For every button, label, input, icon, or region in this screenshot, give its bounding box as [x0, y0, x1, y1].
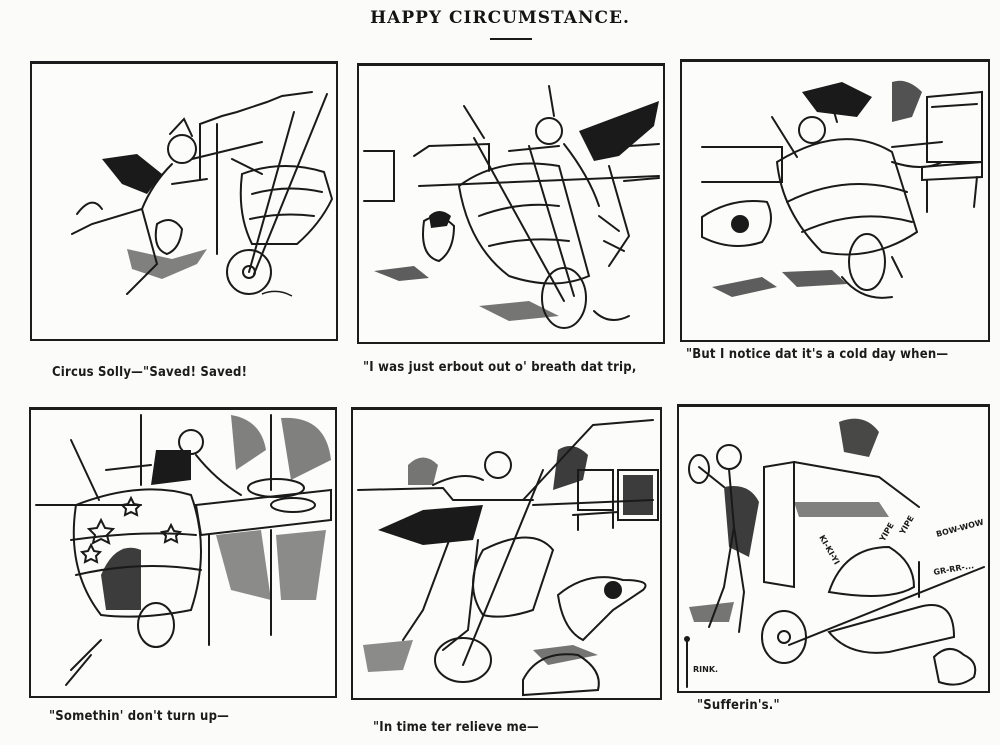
sfx-bow-wow: BOW-WOW: [935, 518, 985, 539]
panel-2-caption: "I was just erbout out o' breath dat tri…: [363, 360, 637, 375]
panel-6-illustration: KI-KI-YI YIPE YIPE BOW-WOW GR-RR-... RIN…: [684, 418, 985, 688]
title-underline: [490, 38, 532, 40]
panel-6: KI-KI-YI YIPE YIPE BOW-WOW GR-RR-... RIN…: [677, 404, 990, 693]
panel-3-caption: "But I notice dat it's a cold day when—: [686, 347, 949, 362]
sfx-yipe-1: YIPE: [877, 521, 895, 544]
sfx-yipe-2: YIPE: [897, 514, 915, 537]
panel-1: [30, 61, 338, 341]
panel-4: [29, 407, 337, 698]
panel-5: [351, 407, 662, 700]
comic-title: HAPPY CIRCUMSTANCE.: [370, 8, 630, 28]
panel-4-caption: "Somethin' don't turn up—: [49, 709, 230, 724]
panel-3-illustration: [701, 80, 983, 299]
sfx-ki-ki-yi: KI-KI-YI: [817, 534, 841, 567]
panel-1-caption: Circus Solly—"Saved! Saved!: [52, 365, 248, 380]
panel-3: [680, 59, 990, 342]
panel-4-illustration: [35, 414, 332, 686]
panel-1-illustration: [71, 91, 334, 297]
sfx-growl: GR-RR-...: [933, 561, 975, 577]
panel-5-caption: "In time ter relieve me—: [373, 720, 539, 735]
panel-6-caption: "Sufferin's.": [697, 698, 780, 713]
panel-2: [357, 63, 665, 344]
panel-5-illustration: [357, 419, 659, 697]
artist-signature: RINK.: [693, 665, 718, 674]
panel-2-illustration: [363, 85, 660, 329]
